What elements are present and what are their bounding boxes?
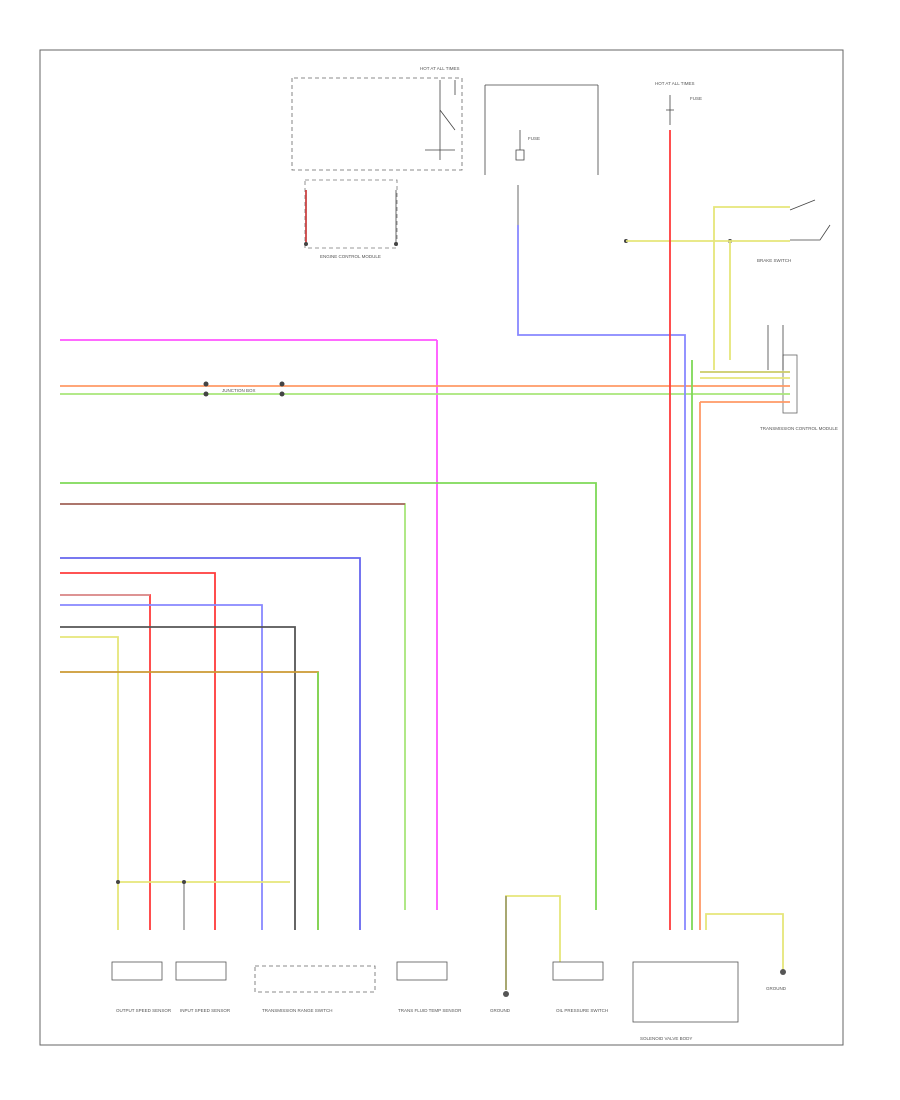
hot-at-all-times-right: HOT AT ALL TIMES FUSE [655,81,702,125]
tcm-right-label: TRANSMISSION CONTROL MODULE [760,426,838,431]
ground-left-label: GROUND [490,1008,511,1013]
ground-right: GROUND [705,913,787,991]
oil-pressure-switch: OIL PRESSURE SWITCH [552,961,608,1013]
trans-range-switch-label: TRANSMISSION RANGE SWITCH [262,1008,333,1013]
engine-control-module: ENGINE CONTROL MODULE HOT AT ALL TIMES [291,66,599,259]
hot-at-all-times-label: HOT AT ALL TIMES [420,66,460,71]
fuse-left: FUSE [515,130,540,225]
ground-right-label: GROUND [766,986,787,991]
output-speed-sensor-label: OUTPUT SPEED SENSOR [116,1008,172,1013]
input-speed-sensor-label: INPUT SPEED SENSOR [180,1008,231,1013]
tcm-connector: TRANSMISSION CONTROL MODULE [760,325,838,431]
hot-right-label: HOT AT ALL TIMES [655,81,695,86]
ecm-label: ENGINE CONTROL MODULE [320,254,381,259]
trans-fluid-temp: TRANS FLUID TEMP SENSOR [396,961,462,1013]
junction-box-label: JUNCTION BOX [222,388,256,393]
oil-pressure-switch-label: OIL PRESSURE SWITCH [556,1008,608,1013]
trans-fluid-temp-label: TRANS FLUID TEMP SENSOR [398,1008,462,1013]
fuse-left-label: FUSE [528,136,540,141]
trans-range-switch: TRANSMISSION RANGE SWITCH [254,965,376,1013]
ground-left: GROUND [490,895,561,1013]
junction-box: JUNCTION BOX [203,381,285,397]
diagram-border [39,49,844,1046]
fuse-right-label: FUSE [690,96,702,101]
input-speed-sensor: INPUT SPEED SENSOR [175,961,231,1013]
brake-switch-label: BRAKE SWITCH [757,258,791,263]
output-speed-sensor: OUTPUT SPEED SENSOR [111,961,172,1013]
solenoid-valve-body: SOLENOID VALVE BODY [632,961,739,1041]
solenoid-valve-body-label: SOLENOID VALVE BODY [640,1036,692,1041]
brake-switch: BRAKE SWITCH [757,199,831,263]
